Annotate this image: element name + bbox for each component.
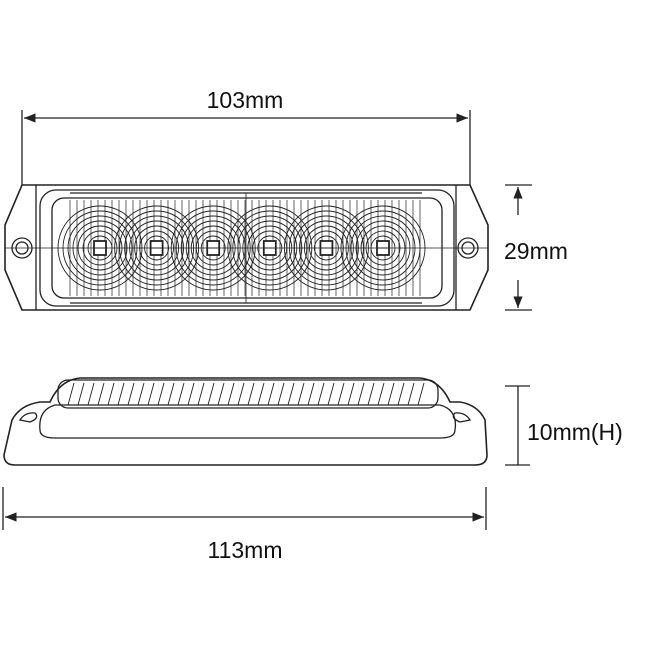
side-fin-line: [87, 382, 95, 406]
dimension-29mm: 29mm: [504, 184, 568, 311]
side-fin-line: [407, 382, 415, 406]
led: [114, 205, 200, 291]
side-fin-line: [197, 382, 205, 406]
side-fin-line: [327, 382, 335, 406]
side-fin-line: [97, 382, 105, 406]
side-fin-line: [117, 382, 125, 406]
led: [57, 205, 143, 291]
side-fin-line: [247, 382, 255, 406]
dimension-103mm: 103mm: [21, 87, 471, 185]
side-fin-line: [307, 382, 315, 406]
dimension-label-height: 10mm(H): [527, 419, 623, 445]
side-fin-line: [157, 382, 165, 406]
side-fin-line: [417, 382, 425, 406]
side-fin-line: [257, 382, 265, 406]
led: [283, 205, 369, 291]
led: [227, 205, 313, 291]
dimension-10mm-height: 10mm(H): [505, 385, 623, 466]
led: [340, 205, 426, 291]
side-fin-line: [377, 382, 385, 406]
side-fin-line: [347, 382, 355, 406]
side-fin-line: [227, 382, 235, 406]
side-fin-line: [187, 382, 195, 406]
side-fin-line: [297, 382, 305, 406]
dimension-label-width: 29mm: [504, 238, 568, 264]
mount-hole-right: [457, 237, 479, 259]
side-fin-line: [267, 382, 275, 406]
top-view: [4, 184, 489, 311]
side-fin-line: [367, 382, 375, 406]
side-fin-line: [177, 382, 185, 406]
side-fin-line: [237, 382, 245, 406]
side-fin-line: [137, 382, 145, 406]
side-fin-line: [67, 382, 75, 406]
side-fin-line: [77, 382, 85, 406]
side-fin-line: [107, 382, 115, 406]
side-lens-fins: [67, 382, 425, 406]
led: [170, 205, 256, 291]
side-fin-line: [337, 382, 345, 406]
side-fin-line: [127, 382, 135, 406]
side-fin-line: [287, 382, 295, 406]
dimension-label-overall: 113mm: [208, 537, 283, 563]
side-view: [3, 377, 488, 466]
side-fin-line: [357, 382, 365, 406]
side-fin-line: [317, 382, 325, 406]
side-fin-line: [217, 382, 225, 406]
side-fin-line: [207, 382, 215, 406]
dimension-113mm: 113mm: [2, 487, 487, 563]
led-array: [57, 205, 426, 291]
mount-hole-left: [11, 237, 33, 259]
side-fin-line: [397, 382, 405, 406]
side-fin-line: [277, 382, 285, 406]
side-fin-line: [147, 382, 155, 406]
side-fin-line: [387, 382, 395, 406]
side-fin-line: [167, 382, 175, 406]
dimension-label-length: 103mm: [207, 87, 284, 113]
